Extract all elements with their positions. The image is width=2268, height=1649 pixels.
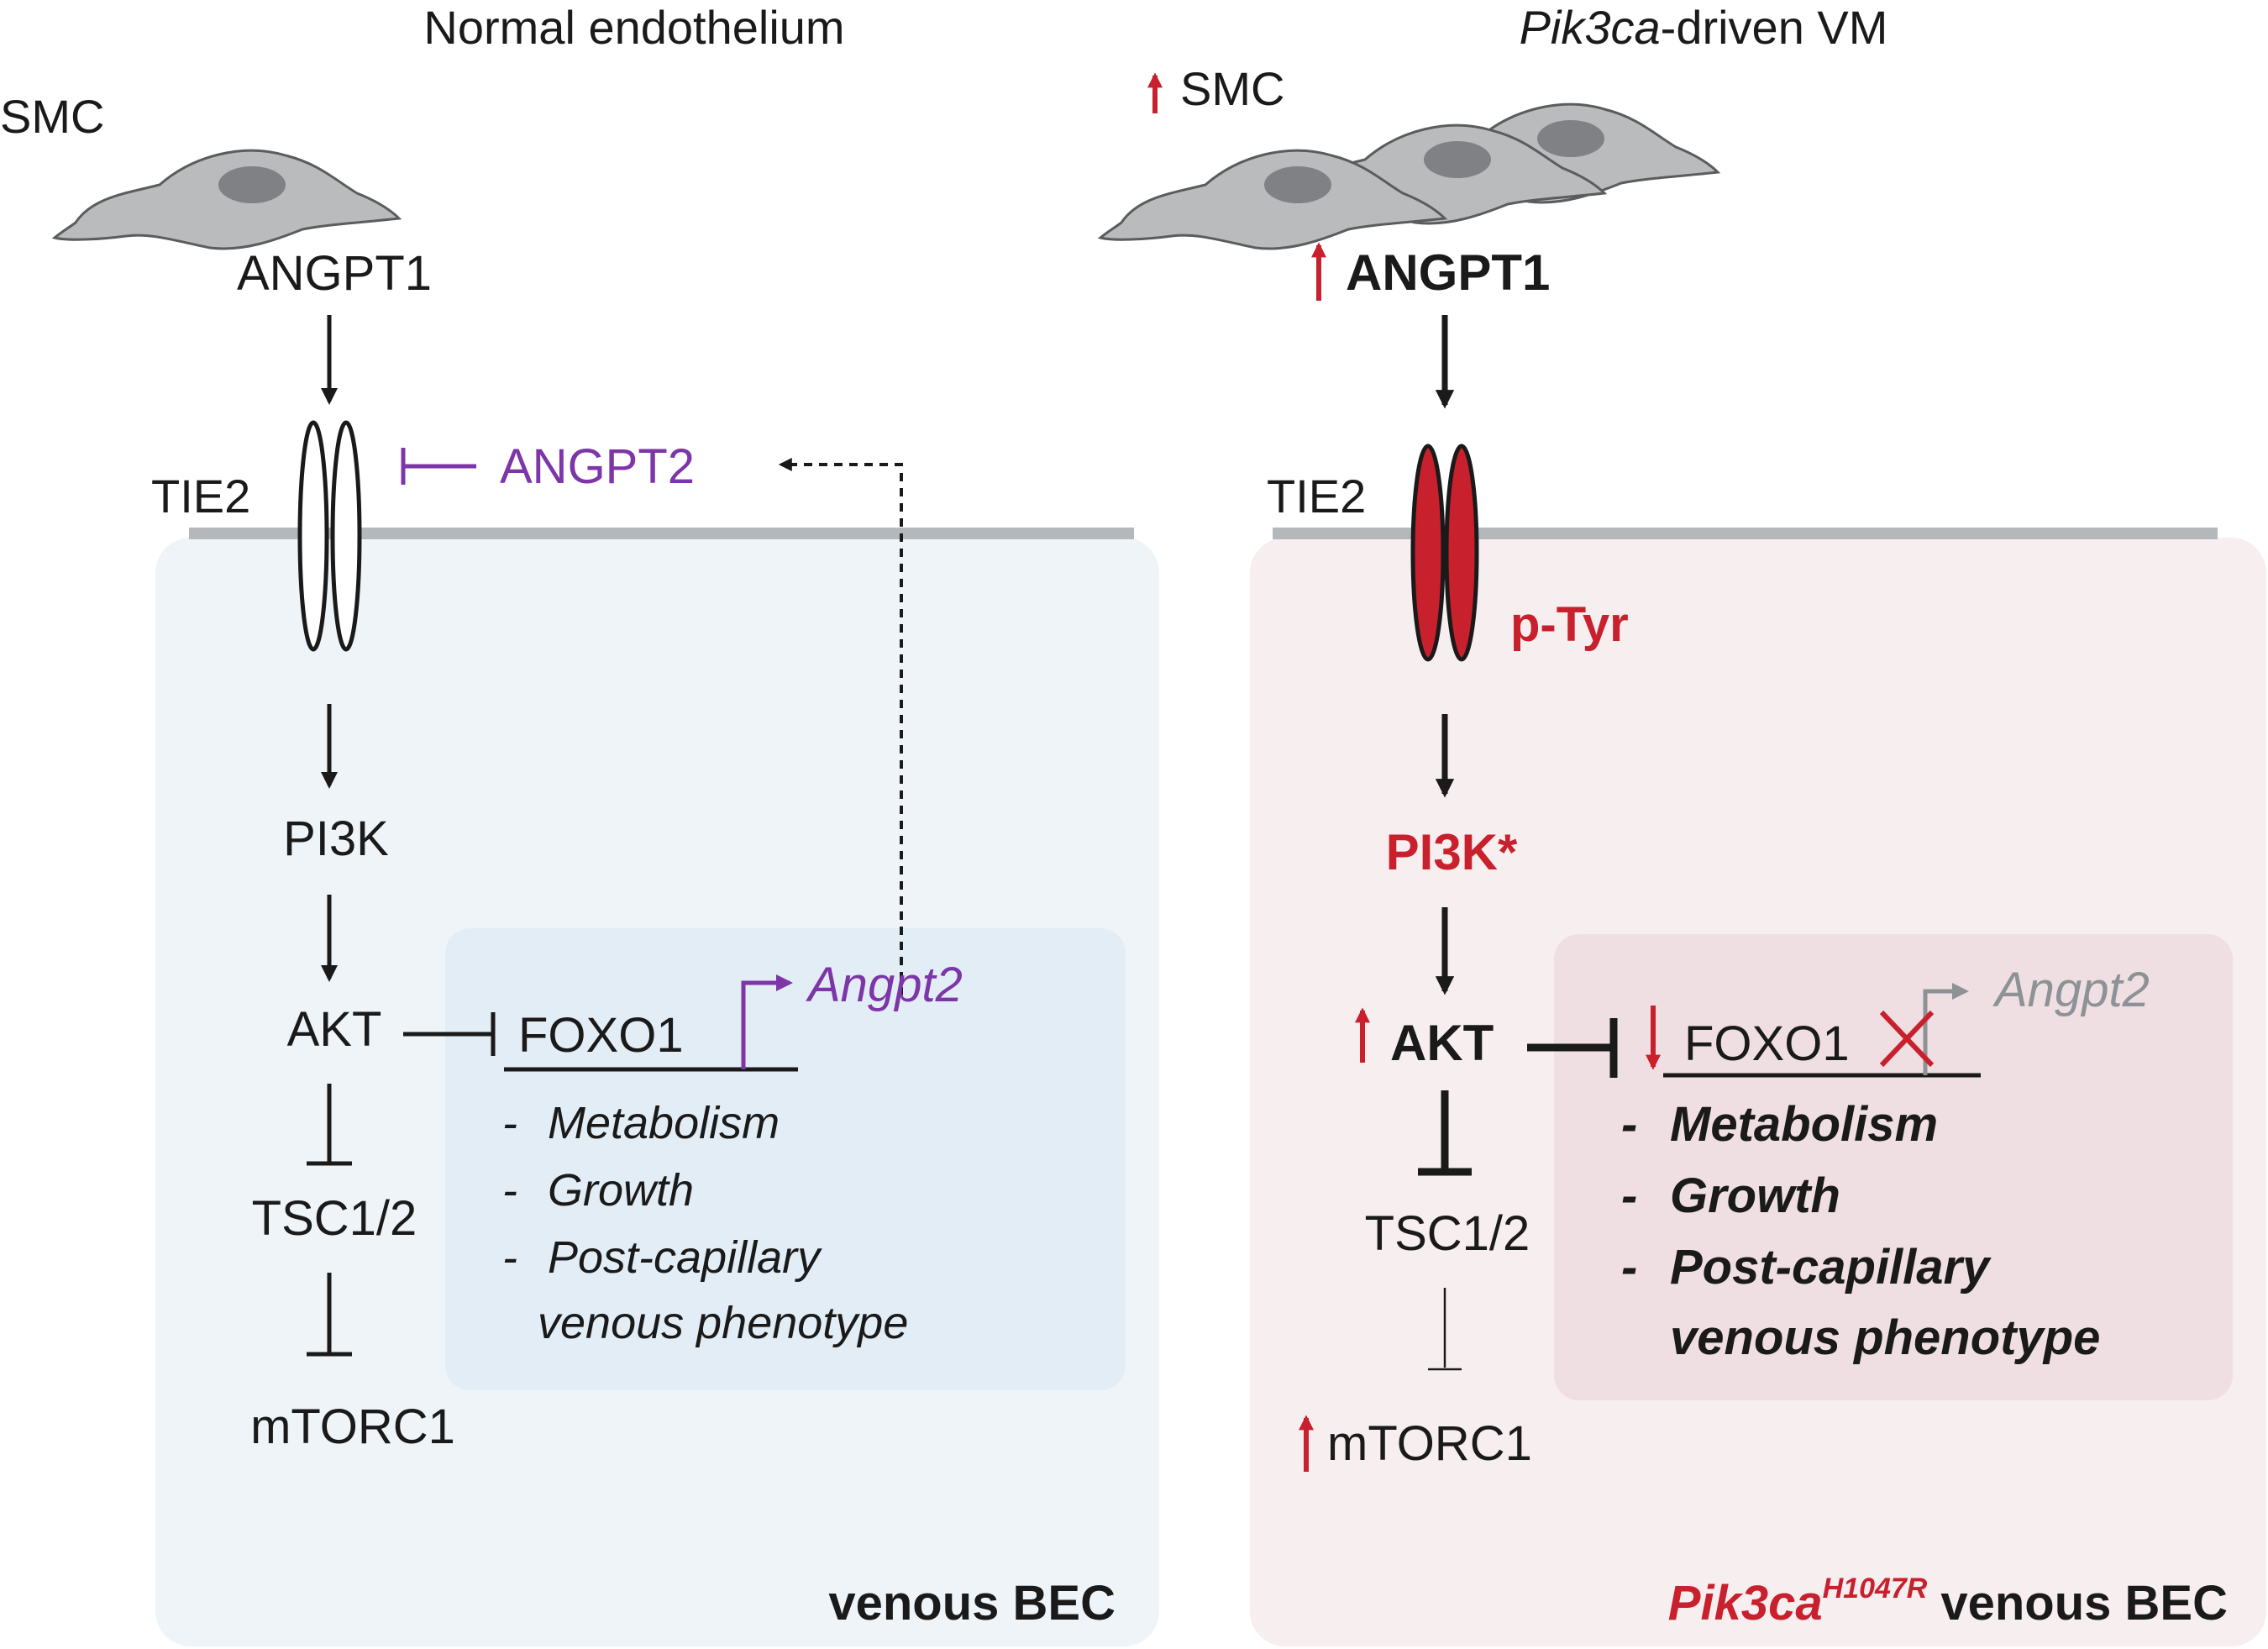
right-outcome-dash: - <box>1621 1240 1637 1295</box>
right-ptyr: p-Tyr <box>1510 597 1629 652</box>
left-outcome-growth: Growth <box>548 1165 694 1216</box>
right-outcome-dash: - <box>1621 1168 1637 1223</box>
left-outcome-dash: - <box>502 1232 517 1283</box>
right-foxo1: FOXO1 <box>1684 1016 1850 1071</box>
left-angpt2-gene: Angpt2 <box>806 958 963 1012</box>
left-tie2-receptor <box>297 420 362 652</box>
right-outcome-venous: venous phenotype <box>1670 1310 2100 1365</box>
right-akt-inhibits-tsc <box>1418 1090 1472 1176</box>
right-outcome-metabolism: Metabolism <box>1670 1097 1938 1152</box>
right-angpt1: ANGPT1 <box>1346 244 1550 301</box>
right-tie2-receptor <box>1410 444 1479 662</box>
left-smc-label: SMC <box>0 90 104 143</box>
right-tsc: TSC1/2 <box>1365 1206 1530 1261</box>
right-outcome-dash: - <box>1621 1097 1637 1152</box>
left-akt-inhibits-tsc <box>307 1084 352 1166</box>
left-tsc: TSC1/2 <box>252 1191 417 1246</box>
right-tss-arrow <box>1923 983 1969 1075</box>
left-cell-label: venous BEC <box>828 1576 1116 1631</box>
left-angpt1: ANGPT1 <box>237 246 432 301</box>
right-membrane <box>1273 528 2218 539</box>
left-outcome-postcap: Post-capillary <box>548 1232 822 1283</box>
right-angpt2-gene: Angpt2 <box>1992 963 2150 1017</box>
left-angpt2: ANGPT2 <box>500 439 695 494</box>
left-tss-arrow <box>741 974 793 1069</box>
right-outcome-growth: Growth <box>1670 1168 1840 1223</box>
right-smc-label: SMC <box>1180 62 1284 115</box>
left-akt-inhibits-foxo1 <box>403 1012 496 1056</box>
left-nucleus-region <box>445 928 1126 1390</box>
right-akt-inhibits-foxo1 <box>1527 1018 1618 1078</box>
right-akt: AKT <box>1390 1015 1494 1071</box>
left-pi3k: PI3K <box>283 811 389 866</box>
left-akt: AKT <box>287 1002 382 1057</box>
right-mtorc1: mTORC1 <box>1327 1416 1532 1471</box>
right-panel-title: Pik3ca-driven VM <box>1520 1 1888 54</box>
left-dashed-feedback <box>778 458 903 995</box>
left-smc-cell <box>53 149 401 250</box>
left-outcome-dash: - <box>502 1098 517 1148</box>
right-pi3k: PI3K* <box>1386 824 1518 880</box>
left-foxo1: FOXO1 <box>518 1008 684 1063</box>
left-angpt2-inhibit <box>401 448 476 485</box>
right-smc-cells <box>1099 102 1719 250</box>
right-panel: Pik3ca-driven VM SMC ANGPT1 TIE2 p-Tyr P… <box>1099 1 2266 1646</box>
left-panel-title: Normal endothelium <box>423 1 844 54</box>
left-panel: Normal endothelium SMC ANGPT1 TIE2 ANGPT… <box>0 1 1159 1646</box>
left-outcome-venous: venous phenotype <box>538 1298 908 1348</box>
right-blocked-x-icon <box>1879 1010 1935 1068</box>
left-membrane <box>189 528 1134 539</box>
right-nucleus-region <box>1554 934 2233 1400</box>
right-tsc-inhibits-mtorc1 <box>1428 1288 1462 1371</box>
right-tie2-label: TIE2 <box>1267 470 1366 523</box>
left-outcome-dash: - <box>502 1165 517 1216</box>
left-outcome-metabolism: Metabolism <box>548 1098 780 1148</box>
right-outcome-postcap: Post-capillary <box>1670 1240 1992 1295</box>
right-outcomes-list: - Metabolism - Growth - Post-capillary v… <box>1621 1097 2100 1365</box>
left-tie2-label: TIE2 <box>151 470 250 523</box>
left-mtorc1: mTORC1 <box>250 1400 455 1454</box>
left-tsc-inhibits-mtorc1 <box>307 1273 352 1357</box>
left-outcomes-list: - Metabolism - Growth - Post-capillary v… <box>502 1098 908 1348</box>
